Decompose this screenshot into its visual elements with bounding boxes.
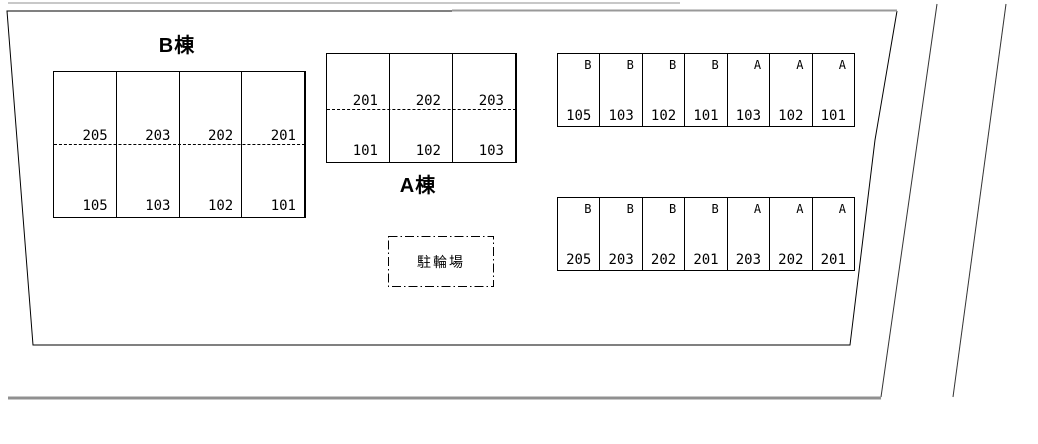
space-number: 103	[608, 108, 634, 124]
space-number: 202	[650, 252, 677, 268]
building-letter: B	[669, 202, 677, 216]
building-letter: B	[584, 58, 592, 72]
building-letter: B	[626, 202, 634, 216]
space-number: 202	[778, 252, 804, 268]
building-letter: B	[626, 58, 634, 72]
parking-cell: B 201	[685, 198, 728, 270]
space-number: 102	[778, 108, 804, 124]
parking-cell: A 203	[728, 198, 771, 270]
bicycle-parking-outline	[388, 236, 494, 287]
parking-block-a: 201 101 202 102 203 103	[326, 53, 517, 163]
space-number: 202	[415, 93, 441, 109]
parking-cell: B 102	[643, 54, 686, 126]
space-number: 101	[693, 108, 719, 124]
parking-cell: B 103	[600, 54, 643, 126]
space-number: 105	[82, 198, 108, 214]
space-number: 201	[820, 252, 846, 268]
parking-cell: 202 102	[390, 54, 453, 162]
space-number: 101	[820, 108, 846, 124]
dashed-divider	[327, 109, 516, 110]
space-number: 202	[207, 128, 234, 144]
parking-cell: B 202	[643, 198, 686, 270]
right-road-line-inner	[880, 3, 938, 398]
space-number: 101	[352, 143, 378, 159]
bicycle-parking-label: 駐輪場	[417, 253, 465, 270]
parking-block-right-upper: B 105 B 103 B 102 B 101 A 103 A 102 A 10…	[557, 53, 855, 127]
space-number: 105	[566, 108, 592, 124]
parking-cell: 201 101	[327, 54, 390, 162]
site-boundary-line	[6, 10, 898, 346]
space-number: 102	[415, 143, 441, 159]
building-letter: A	[796, 58, 804, 72]
parking-cell: B 101	[685, 54, 728, 126]
space-number: 205	[82, 128, 108, 144]
parking-cell: A 201	[813, 198, 854, 270]
space-number: 203	[608, 252, 634, 268]
parking-cell: A 202	[770, 198, 813, 270]
parking-block-b: 205 105 203 103 202 102 201 101	[53, 71, 306, 218]
space-number: 203	[145, 128, 171, 144]
parking-cell: B 105	[558, 54, 601, 126]
right-road-line-outer	[952, 3, 1007, 398]
space-number: 101	[270, 198, 296, 214]
space-number: 203	[735, 252, 762, 268]
space-number: 103	[478, 143, 504, 159]
space-number: 103	[735, 108, 762, 124]
building-letter: B	[711, 58, 719, 72]
building-letter: B	[711, 202, 719, 216]
dashed-divider	[54, 144, 305, 145]
space-number: 205	[566, 252, 592, 268]
space-number: 103	[145, 198, 171, 214]
building-letter: B	[584, 202, 592, 216]
space-number: 102	[650, 108, 677, 124]
building-letter: A	[838, 202, 846, 216]
parking-cell: A 101	[813, 54, 854, 126]
parking-cell: B 205	[558, 198, 601, 270]
parking-cell: 203 103	[453, 54, 516, 162]
building-letter: A	[753, 58, 762, 72]
parking-cell: A 102	[770, 54, 813, 126]
space-number: 203	[478, 93, 504, 109]
building-letter: B	[669, 58, 677, 72]
parking-cell: B 203	[600, 198, 643, 270]
building-letter: A	[838, 58, 846, 72]
building-letter: A	[796, 202, 804, 216]
space-number: 201	[352, 93, 378, 109]
parking-cell: A 103	[728, 54, 771, 126]
space-number: 102	[207, 198, 234, 214]
block-a-title: A棟	[399, 175, 437, 197]
space-number: 201	[270, 128, 296, 144]
building-letter: A	[753, 202, 762, 216]
parking-block-right-lower: B 205 B 203 B 202 B 201 A 203 A 202 A 20…	[557, 197, 855, 271]
space-number: 201	[693, 252, 719, 268]
block-b-title: B棟	[158, 35, 196, 57]
